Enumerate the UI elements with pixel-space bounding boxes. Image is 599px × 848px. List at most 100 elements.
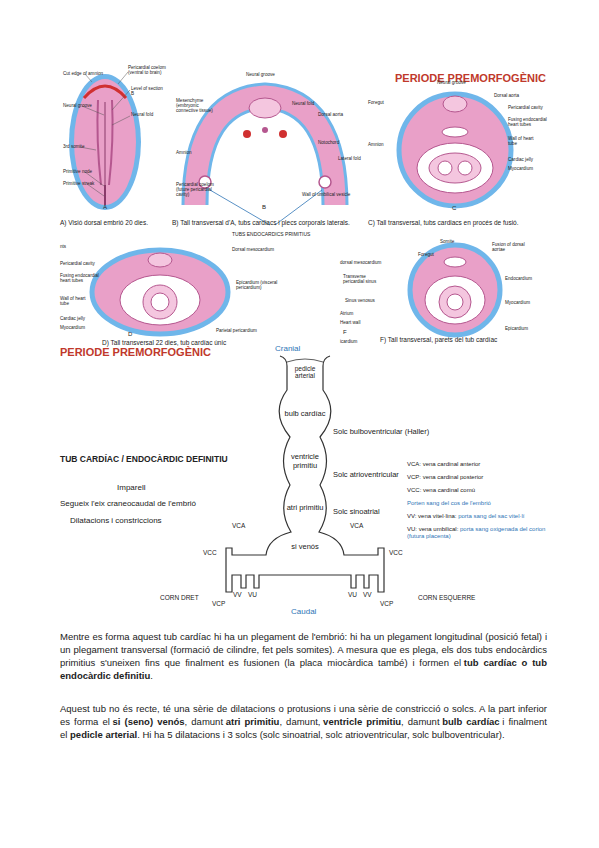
text-label: Epicardium: [505, 326, 545, 331]
label-text: Neural fold: [131, 112, 153, 117]
label-text: dorsal mesocardium: [340, 260, 381, 265]
pericardial-coelom: [84, 86, 126, 98]
label-text: Myocardium: [508, 166, 533, 171]
leader-lines: [80, 72, 130, 196]
text-label: VCA: [350, 522, 380, 529]
text-label: VCC: [203, 549, 233, 556]
label-text: VCC: vena cardinal comú: [407, 487, 475, 493]
text-label: Lateral fold: [338, 156, 362, 161]
text-label: Myocardium: [505, 300, 545, 305]
endocardial-tube: [438, 161, 452, 175]
label-text: VCA: [232, 522, 245, 529]
label-text: Pericardial coelom (future pericardial c…: [176, 182, 214, 197]
label-text: Amnion: [368, 142, 384, 147]
label-text: CORN ESQUERRE: [418, 594, 475, 601]
text-label: Heart wall: [340, 320, 370, 325]
text-label: D) Tall transversal 22 dies, tub cardíac…: [102, 339, 302, 346]
segment-label: si venós: [291, 543, 319, 552]
label-text: C: [452, 205, 456, 211]
label-text: VCP: [212, 600, 225, 607]
endocardium: [447, 294, 463, 310]
text-label: nts: [60, 244, 80, 249]
text-label: Cardiac jelly: [60, 316, 100, 321]
text-label: Mesenchyme (embryonic connective tissue): [176, 98, 216, 113]
label-text: icardium: [340, 339, 357, 344]
label-text: A) Visió dorsal embrió 20 dies.: [60, 219, 148, 226]
text-label: VU: vena umbilical:porta sang oxigenada …: [407, 526, 552, 539]
label-text: porta sang del sac vitel·lí: [458, 513, 524, 519]
segment-label: pedicle arterial: [287, 365, 323, 380]
text-label: Myocardium: [508, 166, 548, 171]
label-text: VU: vena umbilical:: [407, 526, 458, 532]
text-label: TUBS ENDOCARDICS PRIMITIUS: [232, 232, 332, 238]
tube-segment: pedicle arterial: [287, 358, 323, 386]
body-wall-outline: [195, 96, 335, 205]
text-label: VCP: vena cardinal posterior: [407, 474, 552, 481]
text-label: Foregut: [418, 252, 448, 257]
leader-line: [118, 72, 128, 84]
arterial-opening: [287, 359, 323, 362]
text-label: Notochord: [318, 140, 353, 145]
label-text: A: [103, 204, 107, 210]
text-label: Pericardial cavity: [508, 105, 550, 110]
embryo-disc: [74, 79, 136, 205]
label-text: Porten sang del cos de l'embrió: [407, 500, 491, 506]
label-text: Lateral fold: [338, 156, 361, 161]
paragraph: Mentre es forma aquest tub cardíac hi ha…: [60, 630, 547, 682]
text-label: Cranial: [275, 345, 325, 354]
label-text: Foregut: [418, 252, 434, 257]
segment-label: bulb cardíac: [285, 410, 326, 419]
label-text: Endocardium: [505, 276, 532, 281]
label-text: Foregut: [368, 100, 384, 105]
text-label: Solc sinoatrial: [333, 508, 403, 516]
text-label: Atrium: [340, 311, 370, 316]
text-label: Parietal pericardium: [216, 328, 276, 333]
text-label: Dorsal aorta: [318, 112, 358, 117]
text-label: Caudal: [291, 608, 331, 617]
text-label: Imparell: [117, 484, 197, 493]
text-label: TUB CARDÍAC / ENDOCÀRDIC DEFINITIU: [60, 455, 290, 465]
label-text: Neural groove: [63, 103, 92, 108]
foregut: [442, 127, 468, 137]
text-label: VU: [348, 591, 362, 598]
label-text: Notochord: [318, 140, 339, 145]
notochord: [262, 127, 268, 133]
pericardial-cavity: [425, 276, 485, 324]
text-label: Wall of heart tube: [60, 296, 90, 306]
embryo-section: [399, 94, 511, 206]
text-label: Sinus venosus: [345, 298, 385, 303]
label-text: Dorsal mesocardium: [232, 247, 274, 252]
label-text: Somite: [440, 239, 454, 244]
label-text: VV: vena vitel·lina:: [407, 513, 456, 519]
text-label: C: [452, 205, 462, 212]
label-text: F: [343, 329, 347, 335]
label-text: Neural groove: [437, 80, 466, 85]
label-text: Wall of umbilical vesicle: [302, 192, 350, 197]
paragraph: Aquest tub no és recte, té una sèrie de …: [60, 702, 547, 741]
text-label: VV: [363, 591, 377, 598]
label-text: VCA: vena cardinal anterior: [407, 461, 480, 467]
label-text: Level of section B: [131, 86, 163, 96]
text-label: Pericardial coelom (future pericardial c…: [176, 182, 221, 197]
label-text: Solc bulboventricular (Haller): [333, 427, 429, 436]
text-label: icardium: [340, 339, 370, 344]
text-label: D: [128, 331, 138, 338]
text-label: Fusing endocardial heart tubes: [508, 117, 548, 127]
text-label: Epicardium (visceral pericardium): [236, 280, 286, 290]
text-label: B: [262, 204, 272, 211]
label-text: VCP: [380, 600, 393, 607]
label-text: CORN DRET: [160, 594, 199, 601]
label-text: .: [150, 670, 153, 681]
page-title: PERIODE PREMORFOGÈNIC: [395, 72, 546, 84]
label-text: Primitive streak: [63, 181, 94, 186]
label-text: Myocardium: [505, 300, 530, 305]
label-text: Epicardium: [505, 326, 528, 331]
body-wall: [195, 96, 335, 205]
label-text: nts: [60, 244, 66, 249]
text-label: Primitive node: [63, 169, 98, 174]
dorsal-aorta: [243, 130, 251, 138]
text-label: VCA: vena cardinal anterior: [407, 461, 552, 468]
label-text: B) Tall transversal d'A, tubs cardiacs i…: [172, 219, 350, 226]
label-text: Neural fold: [292, 101, 314, 106]
